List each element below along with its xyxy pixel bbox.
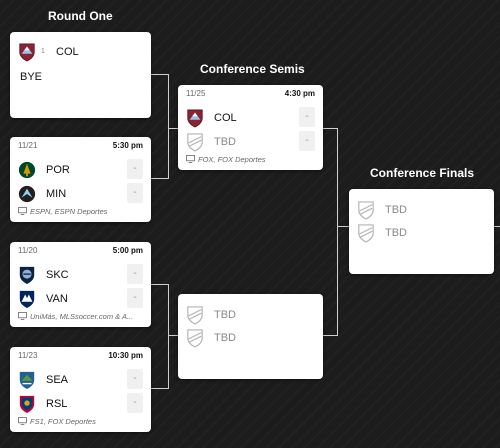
team-abbr: MIN: [46, 188, 67, 200]
matchup-card[interactable]: TBD TBD: [178, 294, 323, 379]
connector-line: [168, 74, 169, 179]
bye-label: BYE: [20, 71, 43, 83]
connector-line: [151, 178, 168, 179]
team-abbr: TBD: [214, 309, 236, 321]
round-title-conference-semis: Conference Semis: [200, 62, 305, 76]
team-row[interactable]: TBD: [357, 222, 486, 244]
colorado-rapids-logo: [19, 43, 35, 62]
match-date: 11/21: [18, 141, 38, 150]
round-title-conference-finals: Conference Finals: [370, 166, 475, 180]
sporting-kc-logo: [19, 266, 35, 284]
matchup-card[interactable]: 11/20 5:00 pm SKC - VAN - UniMás, MLSsoc…: [10, 242, 151, 327]
score-box: -: [127, 369, 143, 389]
broadcast-info: ESPN, ESPN Deportes: [18, 207, 145, 218]
score-box: -: [127, 393, 143, 413]
team-row[interactable]: VAN -: [18, 288, 143, 310]
match-time: 4:30 pm: [284, 89, 315, 98]
match-date: 11/23: [18, 351, 38, 360]
connector-line: [168, 128, 178, 129]
tbd-shield-icon: [357, 200, 375, 220]
team-abbr: COL: [214, 112, 237, 124]
broadcast-info: FOX, FOX Deportes: [186, 155, 317, 166]
connector-line: [168, 335, 178, 336]
seattle-sounders-logo: [19, 371, 35, 389]
broadcast-text: ESPN, ESPN Deportes: [30, 207, 108, 216]
real-salt-lake-logo: [19, 395, 35, 413]
tv-icon: [18, 417, 27, 425]
connector-line: [494, 226, 500, 227]
connector-line: [323, 335, 337, 336]
tbd-shield-icon: [186, 132, 204, 152]
match-time: 10:30 pm: [108, 351, 143, 360]
team-abbr: SEA: [46, 374, 69, 386]
match-time: 5:30 pm: [112, 141, 143, 150]
team-row[interactable]: MIN -: [18, 183, 143, 205]
team-abbr: TBD: [214, 332, 236, 344]
score-box: -: [127, 288, 143, 308]
team-abbr: COL: [56, 46, 79, 58]
team-row[interactable]: POR -: [18, 159, 143, 181]
team-row[interactable]: TBD -: [186, 131, 315, 153]
match-date: 11/20: [18, 246, 38, 255]
broadcast-text: UniMás, MLSsoccer.com & A...: [30, 312, 134, 321]
team-row[interactable]: SEA -: [18, 369, 143, 391]
team-row[interactable]: SKC -: [18, 264, 143, 286]
match-date: 11/25: [186, 89, 206, 98]
tbd-shield-icon: [357, 223, 375, 243]
team-abbr: TBD: [385, 227, 407, 239]
team-row[interactable]: TBD: [186, 304, 315, 326]
team-row[interactable]: TBD: [186, 327, 315, 349]
tv-icon: [186, 155, 195, 163]
team-row[interactable]: TBD: [357, 199, 486, 221]
connector-line: [323, 128, 337, 129]
matchup-card[interactable]: 11/25 4:30 pm COL - TBD - FOX, FOX Depor…: [178, 85, 323, 170]
vancouver-whitecaps-logo: [19, 290, 35, 308]
tv-icon: [18, 207, 27, 215]
team-abbr: VAN: [46, 293, 68, 305]
matchup-card[interactable]: 11/23 10:30 pm SEA - RSL - FS1, FOX Depo…: [10, 347, 151, 432]
broadcast-info: UniMás, MLSsoccer.com & A...: [18, 312, 145, 323]
team-abbr: SKC: [46, 269, 69, 281]
score-box: -: [299, 131, 315, 151]
team-row[interactable]: COL -: [186, 107, 315, 129]
connector-line: [337, 128, 338, 336]
minnesota-united-logo: [18, 185, 36, 203]
broadcast-text: FOX, FOX Deportes: [198, 155, 266, 164]
team-abbr: TBD: [385, 204, 407, 216]
connector-line: [168, 284, 169, 389]
broadcast-text: FS1, FOX Deportes: [30, 417, 96, 426]
broadcast-info: FS1, FOX Deportes: [18, 417, 145, 428]
team-abbr: POR: [46, 164, 70, 176]
match-time: 5:00 pm: [112, 246, 143, 255]
connector-line: [151, 284, 168, 285]
score-box: -: [127, 264, 143, 284]
matchup-card-bye[interactable]: 1 COL BYE: [10, 32, 151, 118]
tbd-shield-icon: [186, 305, 204, 325]
connector-line: [151, 74, 168, 75]
connector-line: [151, 388, 168, 389]
score-box: -: [127, 159, 143, 179]
team-abbr: RSL: [46, 398, 68, 410]
seed-number: 1: [41, 48, 45, 55]
portland-timbers-logo: [18, 161, 36, 179]
team-abbr: TBD: [214, 136, 236, 148]
colorado-rapids-logo: [187, 109, 203, 128]
matchup-card[interactable]: 11/21 5:30 pm POR - MIN - ESPN, ESPN Dep…: [10, 137, 151, 222]
round-title-round-one: Round One: [48, 9, 113, 23]
tv-icon: [18, 312, 27, 320]
matchup-card[interactable]: TBD TBD: [349, 189, 494, 274]
score-box: -: [299, 107, 315, 127]
score-box: -: [127, 183, 143, 203]
team-row[interactable]: RSL -: [18, 393, 143, 415]
connector-line: [337, 226, 349, 227]
team-row[interactable]: 1 COL: [18, 41, 143, 63]
tbd-shield-icon: [186, 328, 204, 348]
